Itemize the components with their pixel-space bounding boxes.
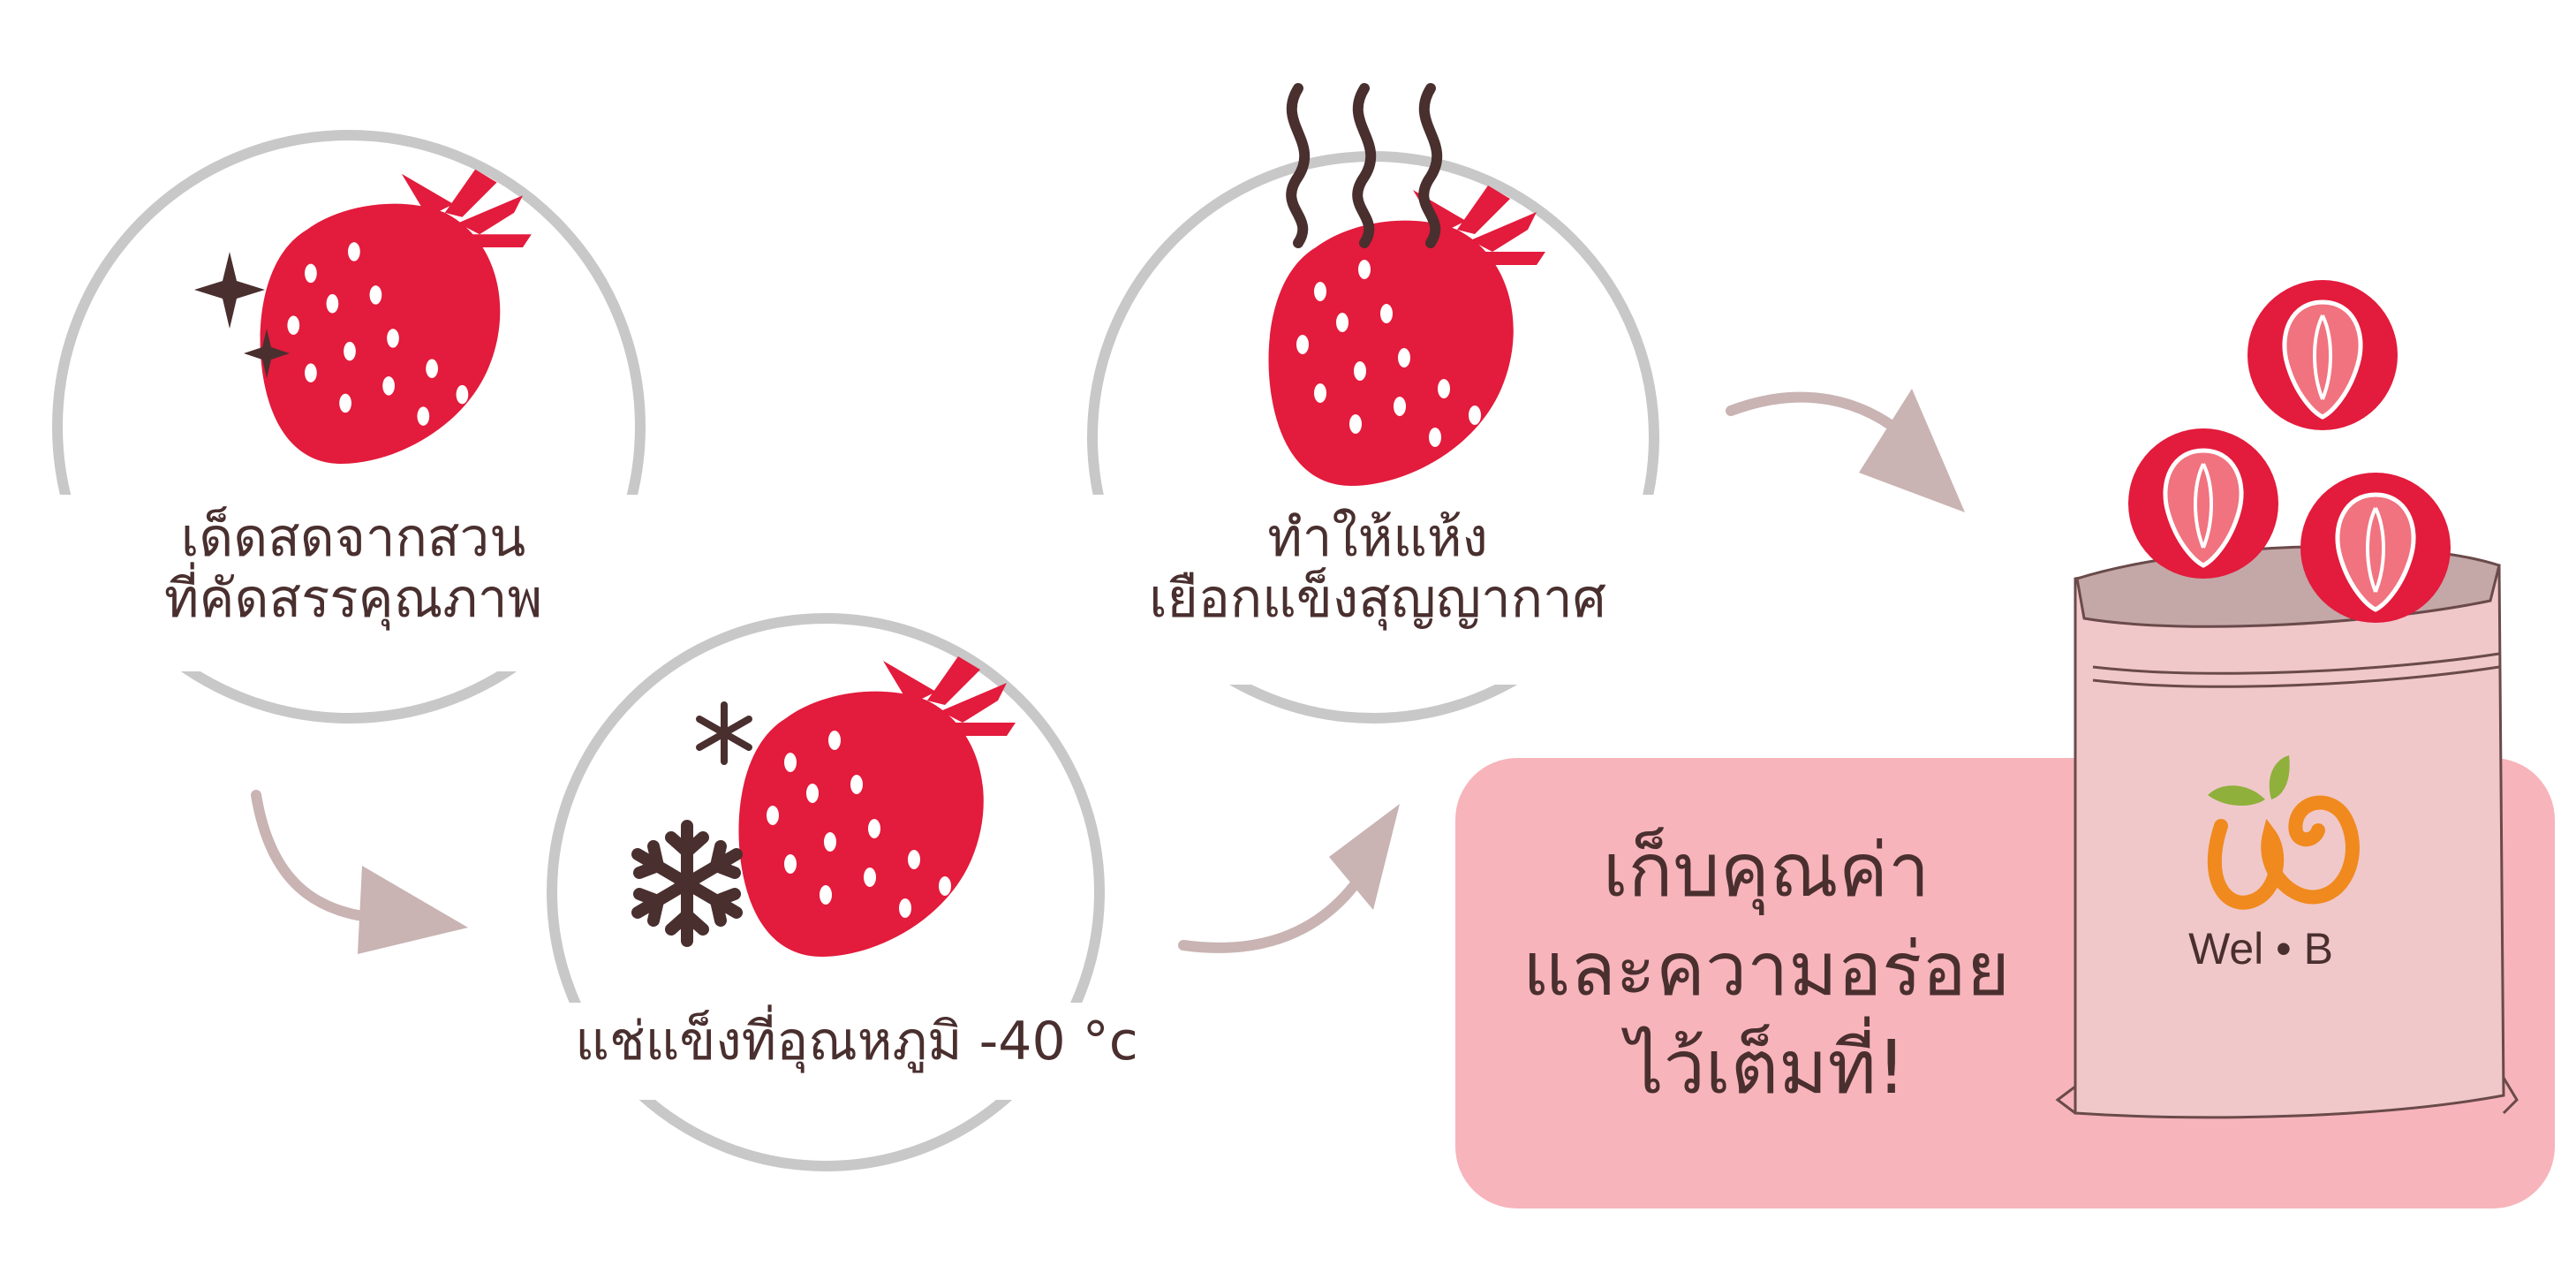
strawberry-slice-icon: [2128, 428, 2278, 579]
step3-label-line1: ทำให้แห้ง: [1267, 507, 1488, 569]
step3-label: ทำให้แห้ง เยือกแข็งสุญญากาศ: [1077, 508, 1678, 630]
step1-circle: [52, 130, 646, 724]
step1-label-line1: เด็ดสดจากสวน: [180, 507, 526, 569]
strawberry-slice-icon: [2300, 473, 2451, 623]
strawberry-icon: [1268, 186, 1545, 486]
brand-logo: [2207, 755, 2360, 910]
slogan-line2: และความอร่อย: [1522, 925, 2010, 1012]
step2-circle: [547, 613, 1105, 1171]
bag-icon: [2055, 545, 2519, 1119]
slogan-line1: เก็บคุณค่า: [1602, 827, 1930, 913]
strawberry-icon: [260, 169, 532, 465]
step2-label: แช่แข็งที่อุณหภูมิ -40 °c: [495, 1011, 1219, 1072]
step1-label: เด็ดสดจากสวน ที่คัดสรรคุณภาพ: [79, 508, 627, 630]
steam-icon: [1286, 83, 1443, 248]
sparkle-icon: [194, 252, 290, 378]
strawberry-icon: [738, 656, 1016, 957]
slogan-line3: ไว้เต็มที่!: [1626, 1024, 1907, 1111]
step1-label-line2: ที่คัดสรรคุณภาพ: [163, 568, 543, 630]
step2-label-line1: แช่แข็งที่อุณหภูมิ -40 °c: [575, 1011, 1138, 1072]
strawberry-slice-icon: [2247, 280, 2398, 430]
step3-label-line2: เยือกแข็งสุญญากาศ: [1149, 568, 1606, 630]
slogan: เก็บคุณค่า และความอร่อย ไว้เต็มที่!: [1457, 822, 2075, 1118]
snowflake-icon: [631, 701, 752, 947]
brand-name: Wel • B: [2188, 924, 2333, 974]
